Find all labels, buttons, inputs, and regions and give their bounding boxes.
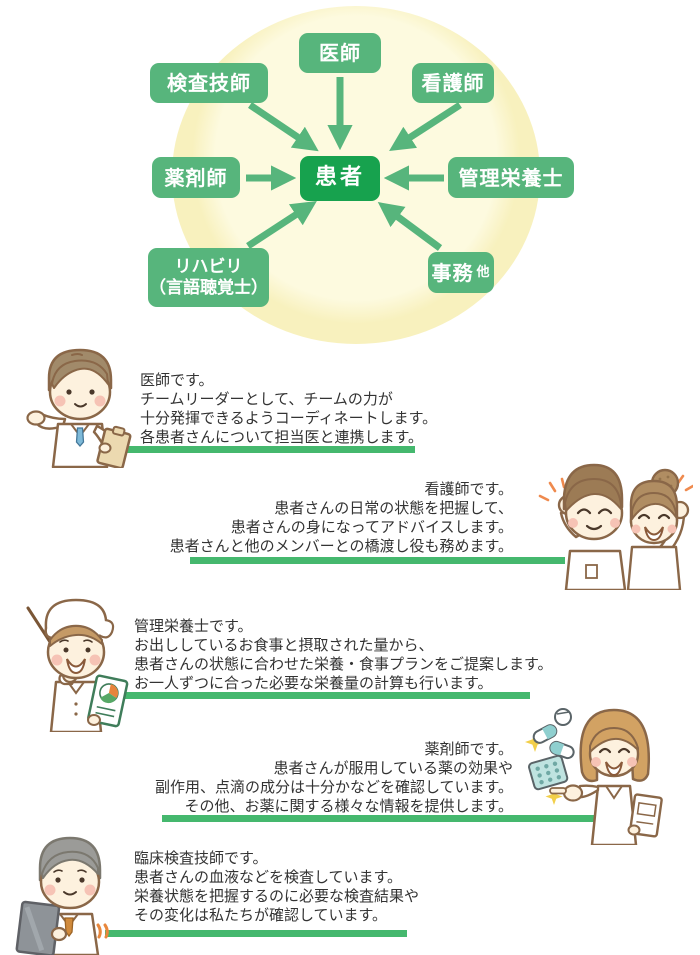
nurse-description: 看護師です。 患者さんの日常の状態を把握して、 患者さんの身になってアドバイスし…: [170, 480, 513, 556]
text-line: お一人ずつに合った必要な栄養量の計算も行います。: [134, 674, 493, 692]
node-label-suffix: 他: [476, 264, 491, 280]
text-line: 患者さんの血液などを検査しています。: [134, 868, 403, 886]
diagram-node-patient: 患者: [300, 156, 380, 201]
diagram-node-dietitian: 管理栄養士: [448, 157, 574, 198]
pharmacist-illustration: [525, 708, 663, 845]
text-line: 薬剤師です。: [424, 740, 513, 758]
text-line: 患者さんが服用している薬の効果や: [273, 759, 513, 777]
motion-mark-icon: [96, 923, 109, 939]
node-label-line2: （言語聴覚士）: [149, 277, 268, 298]
lab-technician-illustration: [15, 836, 109, 955]
node-label: 薬剤師: [164, 165, 228, 190]
text-line: 十分発揮できるようコーディネートします。: [140, 409, 438, 427]
text-line: 患者さんの身になってアドバイスします。: [230, 518, 513, 536]
node-label: リハビリ: [174, 257, 243, 278]
section-underline-nurse: [190, 557, 565, 564]
arrow-admin-to-patient: [377, 202, 443, 251]
arrow-labtech-to-patient: [248, 102, 319, 152]
diagram-arrows: [246, 77, 462, 251]
text-line: 栄養状態を把握するのに必要な検査結果や: [134, 887, 420, 905]
diagram-node-nurse: 看護師: [412, 63, 494, 103]
node-label: 看護師: [421, 71, 485, 95]
section-underline-pharmacist: [162, 815, 602, 822]
section-underline-doctor: [123, 446, 415, 453]
section-underline-dietitian: [113, 692, 530, 699]
team-diagram: 医師 検査技師 看護師 薬剤師 患者 管理栄養士 リハビリ （言語聴覚士） 事務…: [0, 0, 700, 345]
dietitian-illustration: [26, 598, 129, 732]
text-line: 患者さんの状態に合わせた栄養・食事プランをご提案します。: [134, 655, 553, 673]
text-line: 医師です。: [140, 371, 214, 389]
diagram-node-doctor: 医師: [299, 33, 381, 73]
doctor-illustration: [26, 348, 132, 468]
diagram-node-rehabilitation: リハビリ （言語聴覚士）: [148, 248, 269, 307]
text-line: 患者さんの日常の状態を把握して、: [274, 499, 513, 517]
text-line: その変化は私たちが確認しています。: [134, 906, 388, 924]
node-label: 管理栄養士: [458, 165, 564, 190]
text-line: 各患者さんについて担当医と連携します。: [140, 428, 424, 446]
node-label: 事務: [431, 260, 474, 285]
node-label: 医師: [319, 41, 361, 65]
arrow-nurse-to-patient: [389, 102, 462, 151]
arrow-rehab-to-patient: [246, 200, 317, 249]
node-label: 検査技師: [167, 71, 251, 95]
diagram-node-admin: 事務 他: [428, 252, 494, 293]
text-line: 管理栄養士です。: [134, 617, 253, 635]
text-line: その他、お薬に関する様々な情報を提供します。: [184, 797, 513, 815]
node-label: 患者: [314, 165, 365, 191]
text-line: 看護師です。: [424, 480, 513, 498]
lab-technician-description: 臨床検査技師です。 患者さんの血液などを検査しています。 栄養状態を把握するのに…: [134, 849, 419, 925]
dietitian-description: 管理栄養士です。 お出ししているお食事と摂取された量から、 患者さんの状態に合わ…: [134, 617, 553, 693]
text-line: チームリーダーとして、チームの力が: [140, 390, 393, 408]
diagram-node-lab-technician: 検査技師: [150, 63, 268, 103]
pharmacist-description: 薬剤師です。 患者さんが服用している薬の効果や 副作用、点滴の成分は十分かなどを…: [155, 740, 513, 816]
doctor-description: 医師です。 チームリーダーとして、チームの力が 十分発揮できるようコーディネート…: [140, 371, 437, 447]
diagram-node-pharmacist: 薬剤師: [152, 157, 240, 198]
text-line: お出ししているお食事と摂取された量から、: [134, 636, 434, 654]
pill-icons: [528, 708, 575, 791]
text-line: 副作用、点滴の成分は十分かなどを確認しています。: [154, 778, 513, 796]
section-underline-lab-technician: [105, 930, 407, 937]
nurses-illustration: [538, 463, 693, 590]
sparkle-icon: [545, 788, 563, 805]
text-line: 臨床検査技師です。: [134, 849, 268, 867]
text-line: 患者さんと他のメンバーとの橋渡し役も務めます。: [169, 537, 513, 555]
